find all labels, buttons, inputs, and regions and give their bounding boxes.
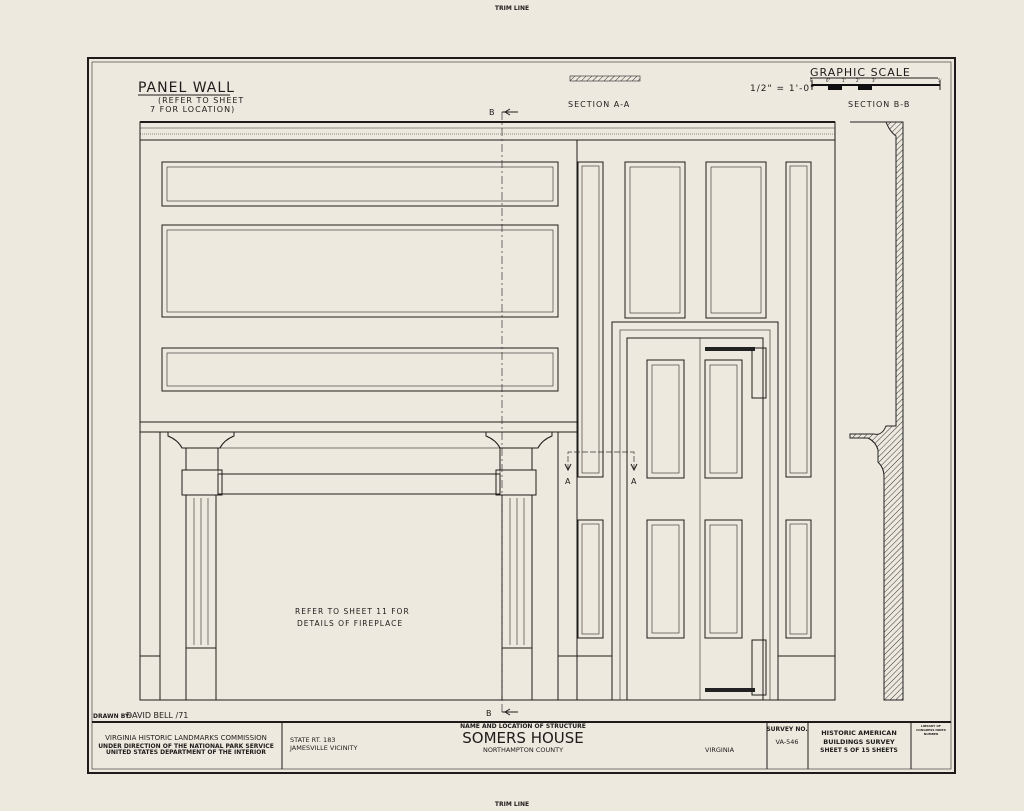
section-marker-b-top: B: [489, 108, 496, 117]
habs-line-1: HISTORIC AMERICAN: [821, 729, 897, 737]
location-line-2: JAMESVILLE VICINITY: [289, 744, 357, 752]
section-aa-profile: [569, 75, 641, 82]
trim-line-top: TRIM LINE: [495, 5, 529, 12]
scale-ratio: 1/2" = 1'-0": [750, 84, 815, 94]
library-index-label: LIBRARY OF CONGRESS INDEX NUMBER: [916, 724, 946, 736]
survey-no: VA-546: [775, 738, 798, 746]
scale-tick: 6": [826, 78, 831, 83]
title-block: [92, 721, 951, 769]
fireplace-note-1: REFER TO SHEET 11 FOR: [295, 607, 410, 616]
commission-name: VIRGINIA HISTORIC LANDMARKS COMMISSION: [105, 734, 267, 742]
section-bb-label: SECTION B-B: [848, 100, 910, 109]
section-aa-label: SECTION A-A: [568, 100, 630, 109]
sheet-info: SHEET 5 OF 15 SHEETS: [820, 747, 898, 754]
section-bb-profile: [849, 121, 904, 701]
scale-tick: 0: [810, 78, 813, 83]
scale-tick: 1': [842, 78, 846, 83]
section-marker-a-right: A: [631, 477, 637, 486]
structure-label: NAME AND LOCATION OF STRUCTURE: [460, 723, 586, 730]
drawing-subtitle-1: (REFER TO SHEET: [158, 96, 244, 105]
state: VIRGINIA: [705, 746, 735, 754]
inner-border: [91, 61, 952, 770]
door-hinge-icon: [705, 347, 767, 696]
outer-border: [87, 57, 956, 774]
section-line-b: [501, 108, 518, 716]
scale-tick: 2': [856, 78, 860, 83]
direction-line-1: UNDER DIRECTION OF THE NATIONAL PARK SER…: [98, 743, 274, 750]
county: NORTHAMPTON COUNTY: [483, 746, 563, 754]
trim-line-bottom: TRIM LINE: [495, 801, 529, 808]
section-line-a: [564, 451, 638, 472]
section-marker-a-left: A: [565, 477, 571, 486]
structure-name: SOMERS HOUSE: [462, 729, 584, 747]
drawn-by-label: DRAWN BY:: [93, 713, 131, 720]
survey-no-label: SURVEY NO.: [766, 726, 807, 733]
drawing-subtitle-2: 7 FOR LOCATION): [150, 105, 235, 114]
section-marker-b-bottom: B: [486, 709, 493, 718]
location-line-1: STATE RT. 183: [290, 736, 335, 744]
graphic-scale-bar: [811, 80, 941, 90]
fireplace-note-2: DETAILS OF FIREPLACE: [297, 619, 403, 628]
scale-title: GRAPHIC SCALE: [810, 66, 911, 79]
scale-tick: 3': [872, 78, 876, 83]
drawing-title: PANEL WALL: [138, 80, 235, 96]
habs-line-2: BUILDINGS SURVEY: [823, 738, 895, 746]
direction-line-2: UNITED STATES DEPARTMENT OF THE INTERIOR: [106, 749, 266, 756]
panel-wall-elevation: [139, 121, 836, 701]
scale-tick: 5': [938, 78, 942, 83]
drawn-by: DAVID BELL /71: [126, 711, 188, 720]
